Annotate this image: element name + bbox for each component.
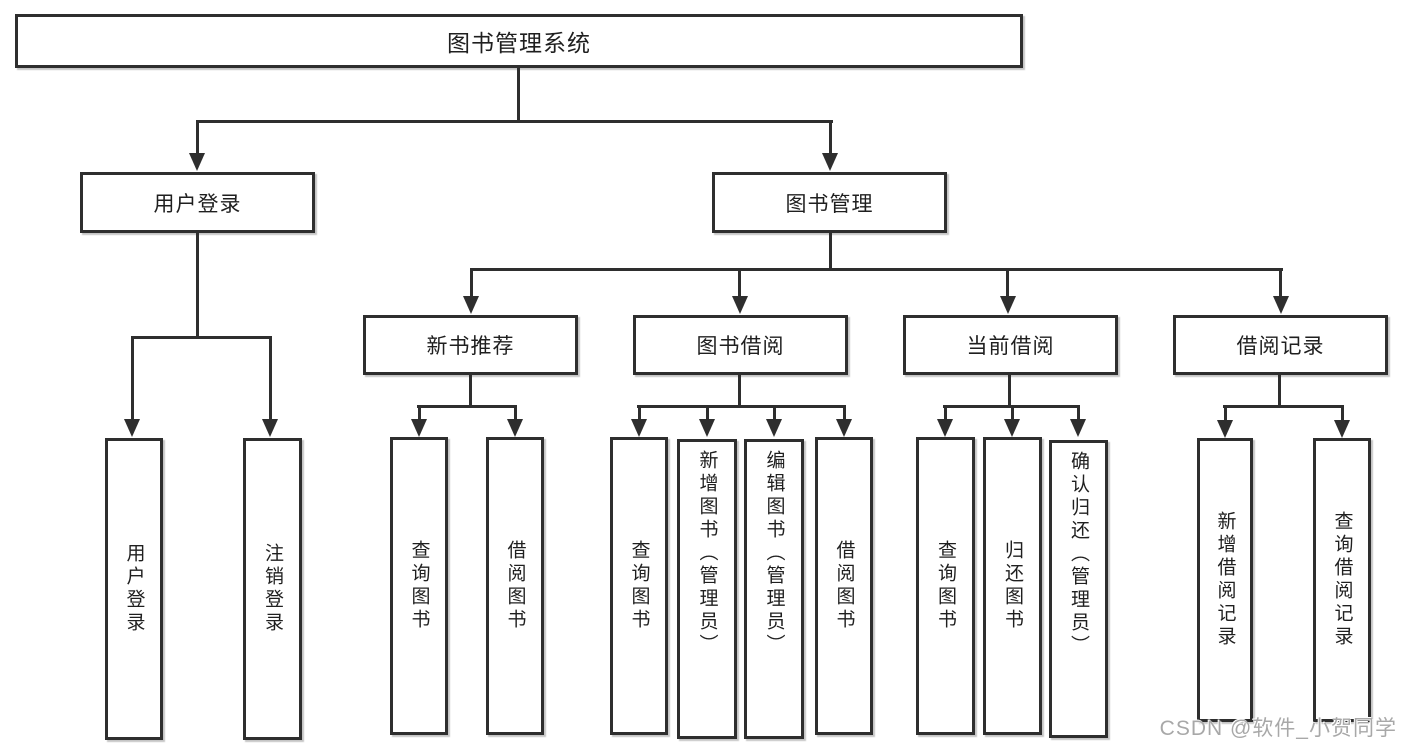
arrow-down-icon: [836, 419, 852, 437]
leaf-current-confirm-return-admin: 确认归还（管理员）: [1049, 440, 1108, 738]
connector-root-stem-right: [829, 120, 832, 155]
connector-newbook-hline: [417, 405, 517, 408]
connector-root-stem-left: [196, 120, 199, 155]
connector-current-stem-3: [1077, 405, 1080, 421]
connector-current-stem-1: [944, 405, 947, 421]
connector-bookmgmt-stem-3: [1006, 268, 1009, 298]
node-user-login: 用户登录: [80, 172, 315, 233]
node-current-borrowing: 当前借阅: [903, 315, 1118, 375]
node-root-library-system: 图书管理系统: [15, 14, 1023, 68]
connector-newbook-vline: [469, 375, 472, 405]
leaf-user-login: 用户登录: [105, 438, 163, 740]
arrow-down-icon: [732, 296, 748, 314]
leaf-current-return-books: 归还图书: [983, 437, 1042, 735]
node-borrowing-records: 借阅记录: [1173, 315, 1388, 375]
arrow-down-icon: [507, 419, 523, 437]
connector-newbook-stem-1: [418, 405, 421, 421]
connector-records-stem-2: [1341, 405, 1344, 421]
leaf-borrowing-query-books: 查询图书: [610, 437, 668, 735]
arrow-down-icon: [822, 153, 838, 171]
arrow-down-icon: [463, 296, 479, 314]
connector-root-hline: [196, 120, 833, 123]
leaf-current-query-books: 查询图书: [916, 437, 975, 735]
leaf-recommend-query-books: 查询图书: [390, 437, 448, 735]
connector-userlogin-vline: [196, 233, 199, 336]
connector-userlogin-stem-right: [269, 336, 272, 421]
leaf-recommend-borrow-books: 借阅图书: [486, 437, 544, 735]
leaf-borrowing-edit-books-admin: 编辑图书（管理员）: [744, 439, 804, 739]
arrow-down-icon: [766, 419, 782, 437]
watermark: CSDN @软件_小贺同学: [1159, 717, 1397, 740]
connector-newbook-stem-2: [514, 405, 517, 421]
connector-borrowing-vline: [738, 375, 741, 405]
connector-records-stem-1: [1224, 405, 1227, 421]
leaf-records-query-record: 查询借阅记录: [1313, 438, 1371, 722]
connector-bookmgmt-stem-4: [1279, 268, 1282, 298]
connector-borrowing-stem-2: [706, 405, 709, 421]
arrow-down-icon: [1334, 420, 1350, 438]
connector-root-vline: [517, 68, 520, 120]
arrow-down-icon: [1217, 420, 1233, 438]
connector-current-stem-2: [1011, 405, 1014, 421]
connector-records-vline: [1278, 375, 1281, 405]
connector-bookmgmt-hline: [470, 268, 1283, 271]
leaf-borrowing-add-books-admin: 新增图书（管理员）: [677, 439, 737, 739]
connector-bookmgmt-stem-1: [470, 268, 473, 298]
arrow-down-icon: [699, 419, 715, 437]
leaf-logout: 注销登录: [243, 438, 302, 740]
connector-borrowing-stem-1: [638, 405, 641, 421]
arrow-down-icon: [631, 419, 647, 437]
connector-borrowing-hline: [637, 405, 846, 408]
arrow-down-icon: [124, 419, 140, 437]
leaf-records-add-record: 新增借阅记录: [1197, 438, 1253, 722]
arrow-down-icon: [937, 419, 953, 437]
connector-current-vline: [1008, 375, 1011, 405]
arrow-down-icon: [1273, 296, 1289, 314]
connector-userlogin-stem-left: [131, 336, 134, 421]
node-new-book-recommend: 新书推荐: [363, 315, 578, 375]
arrow-down-icon: [1004, 419, 1020, 437]
arrow-down-icon: [189, 153, 205, 171]
arrow-down-icon: [1000, 296, 1016, 314]
arrow-down-icon: [411, 419, 427, 437]
connector-borrowing-stem-3: [773, 405, 776, 421]
node-book-management: 图书管理: [712, 172, 947, 233]
leaf-borrowing-borrow-books: 借阅图书: [815, 437, 873, 735]
connector-bookmgmt-vline: [829, 233, 832, 268]
connector-borrowing-stem-4: [843, 405, 846, 421]
arrow-down-icon: [262, 419, 278, 437]
arrow-down-icon: [1070, 419, 1086, 437]
connector-records-hline: [1223, 405, 1344, 408]
connector-bookmgmt-stem-2: [738, 268, 741, 298]
connector-userlogin-hline: [131, 336, 272, 339]
node-book-borrowing: 图书借阅: [633, 315, 848, 375]
